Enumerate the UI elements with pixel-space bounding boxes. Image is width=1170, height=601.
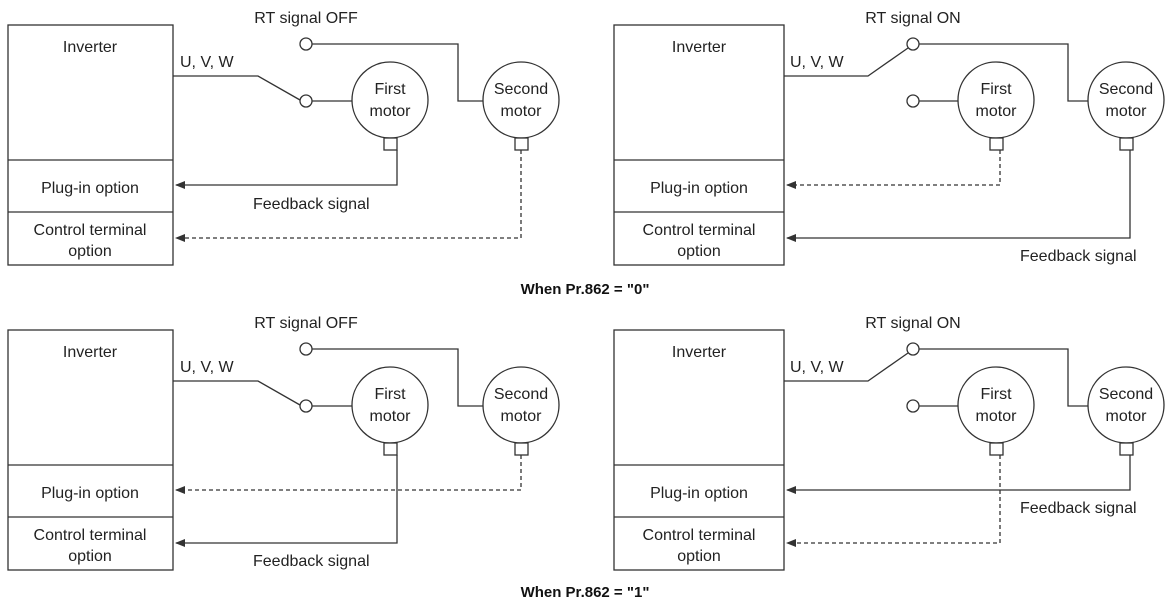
first-motor-label-2: motor bbox=[370, 103, 412, 120]
inverter-label: Inverter bbox=[63, 39, 118, 56]
wire-second-motor bbox=[919, 43, 1088, 102]
second-motor-label-2: motor bbox=[501, 408, 543, 425]
second-encoder bbox=[514, 442, 529, 456]
terminal-off bbox=[299, 342, 313, 356]
terminal-on bbox=[906, 37, 920, 51]
second-motor-label: Second bbox=[1099, 81, 1153, 98]
second-encoder bbox=[1119, 442, 1134, 456]
control-terminal-label: Control terminal bbox=[34, 527, 147, 544]
output-wire bbox=[173, 75, 301, 101]
wire-second-motor bbox=[312, 348, 483, 407]
inverter-box bbox=[7, 329, 174, 571]
first-motor bbox=[351, 366, 429, 444]
rt-signal-label: RT signal ON bbox=[865, 10, 960, 27]
panel-bottom-left: Inverter Plug-in option Control terminal… bbox=[7, 315, 560, 571]
second-motor bbox=[482, 366, 560, 444]
output-wire bbox=[173, 380, 301, 406]
second-motor-label-2: motor bbox=[501, 103, 543, 120]
second-encoder bbox=[514, 137, 529, 151]
inverter-box bbox=[613, 24, 785, 266]
feedback-dashed bbox=[786, 455, 1001, 547]
first-motor bbox=[957, 61, 1035, 139]
second-motor bbox=[482, 61, 560, 139]
second-motor-label: Second bbox=[494, 81, 548, 98]
plugin-option-label: Plug-in option bbox=[650, 180, 748, 197]
second-motor bbox=[1087, 366, 1165, 444]
second-motor-label-2: motor bbox=[1106, 103, 1148, 120]
first-encoder bbox=[383, 442, 398, 456]
terminal-off bbox=[299, 37, 313, 51]
feedback-label: Feedback signal bbox=[253, 553, 370, 570]
wire-second-motor bbox=[312, 43, 483, 102]
panel-top-left: Inverter Plug-in option Control terminal… bbox=[7, 10, 560, 266]
terminal-first bbox=[299, 399, 313, 413]
feedback-label: Feedback signal bbox=[1020, 500, 1137, 517]
first-motor-label: First bbox=[980, 386, 1012, 403]
plugin-option-label: Plug-in option bbox=[41, 180, 139, 197]
control-terminal-label-2: option bbox=[677, 548, 721, 565]
control-terminal-label-2: option bbox=[68, 548, 112, 565]
control-terminal-label: Control terminal bbox=[643, 222, 756, 239]
feedback-label: Feedback signal bbox=[1020, 248, 1137, 265]
feedback-dashed bbox=[175, 150, 522, 242]
feedback-solid bbox=[175, 150, 398, 189]
uvw-label: U, V, W bbox=[180, 54, 235, 71]
inverter-label: Inverter bbox=[672, 39, 727, 56]
control-terminal-label: Control terminal bbox=[34, 222, 147, 239]
first-encoder bbox=[383, 137, 398, 151]
first-motor-label-2: motor bbox=[370, 408, 412, 425]
uvw-label: U, V, W bbox=[790, 359, 845, 376]
output-wire bbox=[784, 352, 909, 382]
first-motor-label-2: motor bbox=[976, 408, 1018, 425]
panel-bottom-right: Inverter Plug-in option Control terminal… bbox=[613, 315, 1165, 571]
feedback-dashed bbox=[786, 150, 1001, 189]
control-terminal-label-2: option bbox=[677, 243, 721, 260]
second-encoder bbox=[1119, 137, 1134, 151]
terminal-first bbox=[906, 399, 920, 413]
feedback-dashed bbox=[175, 455, 522, 494]
control-terminal-label: Control terminal bbox=[643, 527, 756, 544]
second-motor-label: Second bbox=[494, 386, 548, 403]
first-encoder bbox=[989, 137, 1004, 151]
rt-signal-label: RT signal OFF bbox=[254, 315, 358, 332]
first-motor bbox=[957, 366, 1035, 444]
inverter-label: Inverter bbox=[672, 344, 727, 361]
inverter-box bbox=[7, 24, 174, 266]
second-motor-label: Second bbox=[1099, 386, 1153, 403]
second-motor-label-2: motor bbox=[1106, 408, 1148, 425]
caption-pr862-0: When Pr.862 = "0" bbox=[521, 281, 650, 298]
first-motor bbox=[351, 61, 429, 139]
plugin-option-label: Plug-in option bbox=[650, 485, 748, 502]
terminal-first bbox=[906, 94, 920, 108]
feedback-solid bbox=[786, 150, 1131, 242]
first-motor-label: First bbox=[980, 81, 1012, 98]
control-terminal-label-2: option bbox=[68, 243, 112, 260]
terminal-first bbox=[299, 94, 313, 108]
caption-pr862-1: When Pr.862 = "1" bbox=[521, 584, 650, 601]
rt-signal-label: RT signal ON bbox=[865, 315, 960, 332]
first-motor-label-2: motor bbox=[976, 103, 1018, 120]
feedback-label: Feedback signal bbox=[253, 196, 370, 213]
panel-top-right: Inverter Plug-in option Control terminal… bbox=[613, 10, 1165, 266]
wire-second-motor bbox=[919, 348, 1088, 407]
first-encoder bbox=[989, 442, 1004, 456]
output-wire bbox=[784, 47, 909, 77]
plugin-option-label: Plug-in option bbox=[41, 485, 139, 502]
inverter-box bbox=[613, 329, 785, 571]
terminal-on bbox=[906, 342, 920, 356]
feedback-solid bbox=[175, 455, 398, 547]
first-motor-label: First bbox=[374, 81, 406, 98]
inverter-label: Inverter bbox=[63, 344, 118, 361]
feedback-solid bbox=[786, 455, 1131, 494]
second-motor bbox=[1087, 61, 1165, 139]
uvw-label: U, V, W bbox=[790, 54, 845, 71]
uvw-label: U, V, W bbox=[180, 359, 235, 376]
rt-signal-label: RT signal OFF bbox=[254, 10, 358, 27]
first-motor-label: First bbox=[374, 386, 406, 403]
